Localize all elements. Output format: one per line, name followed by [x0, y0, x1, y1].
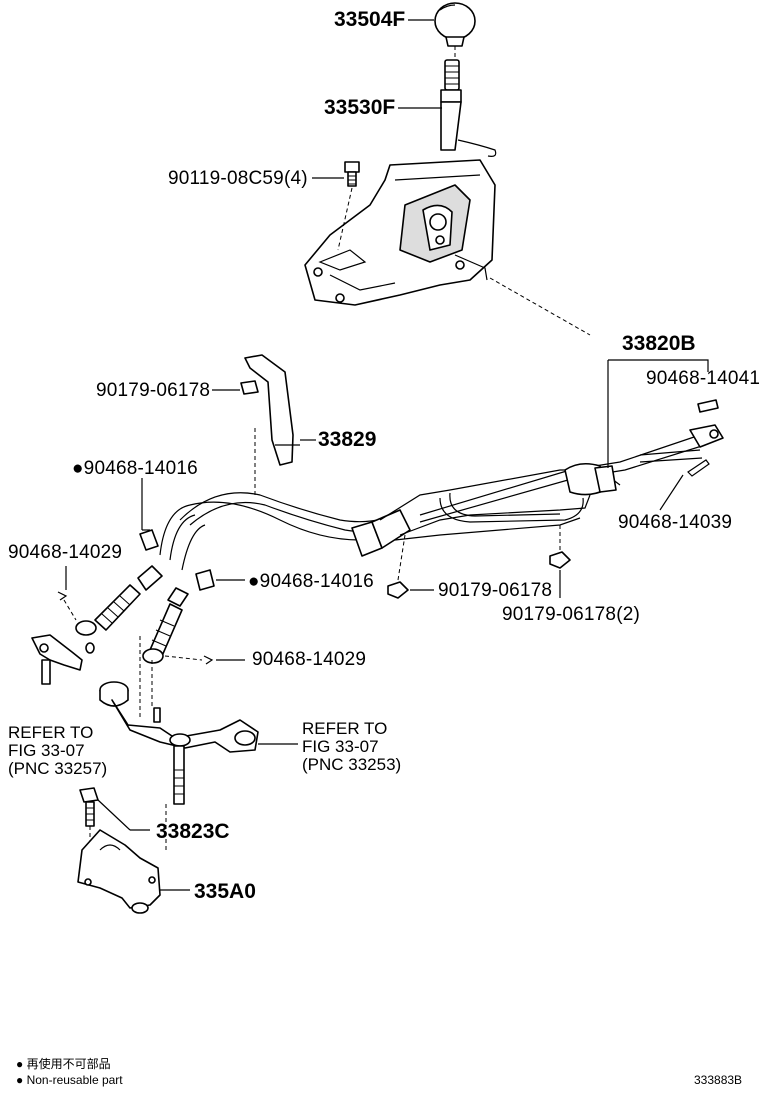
legend-english: ● Non-reusable part [16, 1073, 123, 1087]
shift-lever[interactable] [440, 59, 497, 157]
clip-b[interactable] [195, 569, 215, 591]
refer-left: REFER TO FIG 33-07 (PNC 33257) [8, 723, 107, 778]
clip-upper[interactable] [240, 380, 259, 395]
label-bracket-lower: 335A0 [194, 880, 256, 903]
label-pin-lower: 90468-14029 [252, 649, 366, 670]
lower-bracket[interactable] [77, 829, 161, 914]
figure-id: 333883B [694, 1073, 742, 1087]
transmission-lever-left[interactable] [31, 634, 95, 685]
shift-knob[interactable] [434, 2, 476, 47]
refer-right-line2: FIG 33-07 [302, 737, 379, 756]
label-pin-right: 90468-14039 [618, 512, 732, 533]
label-clip-a: ●90468-14016 [72, 458, 198, 479]
pin-left[interactable] [57, 591, 68, 601]
lever-bolt[interactable] [344, 161, 360, 187]
label-bracket: 33829 [318, 428, 376, 451]
refer-right: REFER TO FIG 33-07 (PNC 33253) [302, 719, 401, 774]
label-bolt-lower: 33823C [156, 820, 230, 843]
label-nut-mid: 90179-06178 [438, 580, 552, 601]
cable-end-left[interactable] [75, 565, 163, 636]
cable-bracket[interactable] [244, 354, 300, 466]
pin-lower[interactable] [203, 655, 214, 665]
label-lever: 33530F [324, 96, 395, 119]
label-nut-right: 90179-06178(2) [502, 604, 640, 625]
refer-right-line3: (PNC 33253) [302, 755, 401, 774]
clip-a[interactable] [139, 529, 159, 551]
label-pin-left: 90468-14029 [8, 542, 122, 563]
refer-left-line1: REFER TO [8, 723, 93, 742]
label-knob: 33504F [334, 8, 405, 31]
pin-right[interactable] [687, 459, 710, 477]
lower-bolt[interactable] [79, 787, 99, 827]
refer-left-line3: (PNC 33257) [8, 759, 107, 778]
nut-right[interactable] [549, 551, 571, 569]
legend-japanese: ● 再使用不可部品 [16, 1056, 111, 1071]
shift-lever-housing[interactable] [304, 159, 496, 306]
shift-cable-assembly[interactable] [159, 424, 724, 571]
nut-mid[interactable] [387, 581, 409, 599]
label-clip-b: ●90468-14016 [248, 571, 374, 592]
transmission-lever-right[interactable] [99, 681, 259, 805]
refer-right-line1: REFER TO [302, 719, 387, 738]
clip-right[interactable] [697, 399, 719, 413]
cable-end-lower[interactable] [142, 587, 189, 664]
refer-left-line2: FIG 33-07 [8, 741, 85, 760]
label-cable-assy: 33820B [622, 332, 696, 355]
label-clip-upper: 90179-06178 [96, 380, 210, 401]
label-lever-bolt: 90119-08C59(4) [168, 168, 308, 189]
label-clip-right: 90468-14041 [646, 368, 760, 389]
